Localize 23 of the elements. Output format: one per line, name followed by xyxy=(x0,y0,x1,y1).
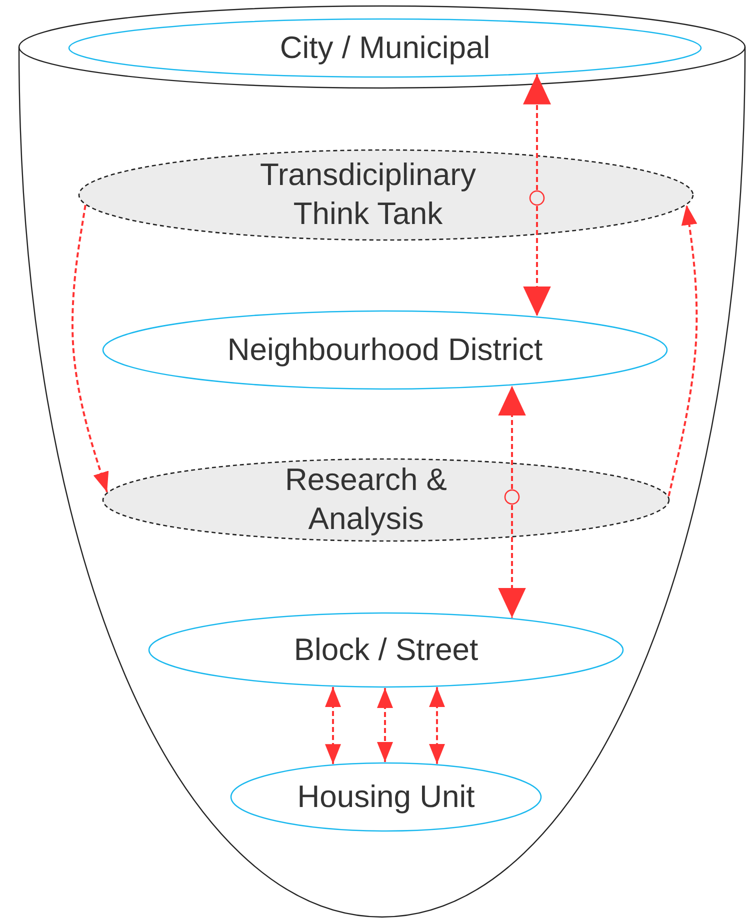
arrow xyxy=(668,204,698,496)
arrow xyxy=(325,687,341,764)
ellipse-node xyxy=(102,310,668,390)
arrow xyxy=(72,204,109,492)
dashed-ellipse-node xyxy=(102,458,670,542)
node-label: Neighbourhood District xyxy=(226,330,544,369)
dashed-ellipse-node xyxy=(78,149,694,241)
ring-node xyxy=(529,190,545,206)
arrow xyxy=(377,688,393,762)
arrow xyxy=(523,74,551,190)
node-label: Block / Street xyxy=(292,630,480,669)
ellipse-node xyxy=(230,762,542,832)
node-label: Housing Unit xyxy=(296,778,476,816)
ellipse-node xyxy=(68,18,702,78)
node-label: Research & Analysis xyxy=(284,461,448,538)
arrow xyxy=(498,505,526,618)
arrow xyxy=(498,386,526,489)
node-label: City / Municipal xyxy=(278,28,492,67)
arrow xyxy=(523,206,551,316)
ring-node xyxy=(504,489,520,505)
node-label: Transdiciplinary Think Tank xyxy=(259,156,477,233)
ellipse-node xyxy=(148,612,624,688)
arrow xyxy=(429,687,445,764)
